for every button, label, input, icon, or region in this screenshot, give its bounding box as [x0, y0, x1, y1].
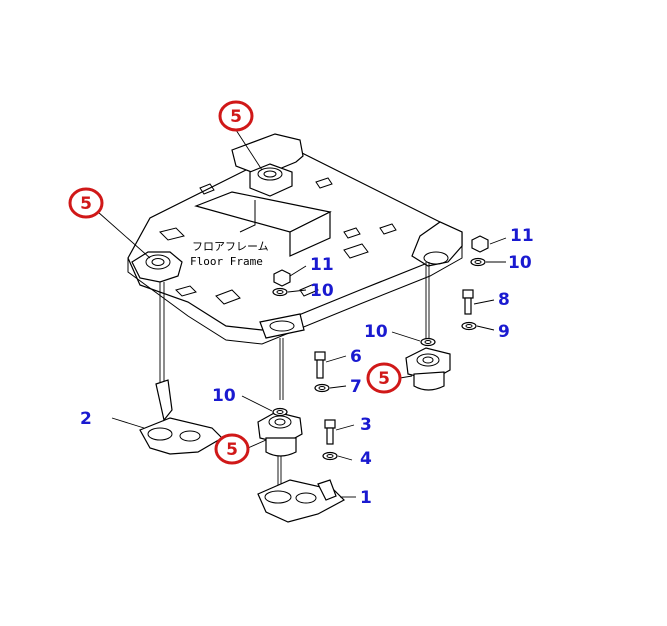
svg-text:5: 5: [226, 440, 238, 460]
callout-10-center-washer: 10: [212, 386, 236, 406]
mount-isolator-right: [405, 347, 451, 391]
callout-8: 8: [498, 290, 510, 310]
bracket-part-1: [257, 479, 345, 523]
washer-part-7: [314, 383, 330, 393]
washer-part-9: [461, 321, 477, 331]
callout-3: 3: [360, 415, 372, 435]
svg-text:5: 5: [80, 194, 92, 214]
bolt-part-6: [314, 351, 326, 379]
washer-part-4: [322, 451, 338, 461]
frame-label-japanese: フロアフレーム: [192, 240, 269, 253]
nut-part-11-upper-right: [471, 235, 489, 253]
callout-9: 9: [498, 322, 510, 342]
callout-10-upper-right: 10: [508, 253, 532, 273]
svg-text:5: 5: [378, 369, 390, 389]
mount-isolator-center: [257, 411, 303, 457]
washer-part-10-right: [420, 337, 436, 347]
callout-5-right: 5: [366, 362, 402, 394]
frame-label-english: Floor Frame: [190, 255, 263, 268]
washer-part-10-upper-right: [470, 257, 486, 267]
callout-5-center: 5: [214, 433, 250, 465]
callout-7: 7: [350, 377, 362, 397]
callout-6: 6: [350, 347, 362, 367]
callout-2: 2: [80, 409, 92, 429]
callout-4: 4: [360, 449, 372, 469]
callout-5-top: 5: [218, 100, 254, 132]
leader-lines: [97, 129, 507, 498]
callout-10-right-washer: 10: [364, 322, 388, 342]
assembly-lines: [159, 262, 430, 490]
callout-10-upper-center: 10: [310, 281, 334, 301]
bolt-part-3: [324, 419, 336, 445]
callout-11-center: 11: [310, 255, 334, 275]
nut-part-11-center: [273, 269, 291, 287]
svg-text:5: 5: [230, 107, 242, 127]
bolt-part-8: [462, 289, 474, 315]
bracket-part-2: [139, 379, 223, 455]
callout-11-upper-right: 11: [510, 226, 534, 246]
washer-part-10-center: [272, 407, 288, 417]
callout-5-left: 5: [68, 187, 104, 219]
washer-part-10-upper-center: [272, 287, 288, 297]
floor-frame: [127, 133, 463, 345]
callout-1: 1: [360, 488, 372, 508]
